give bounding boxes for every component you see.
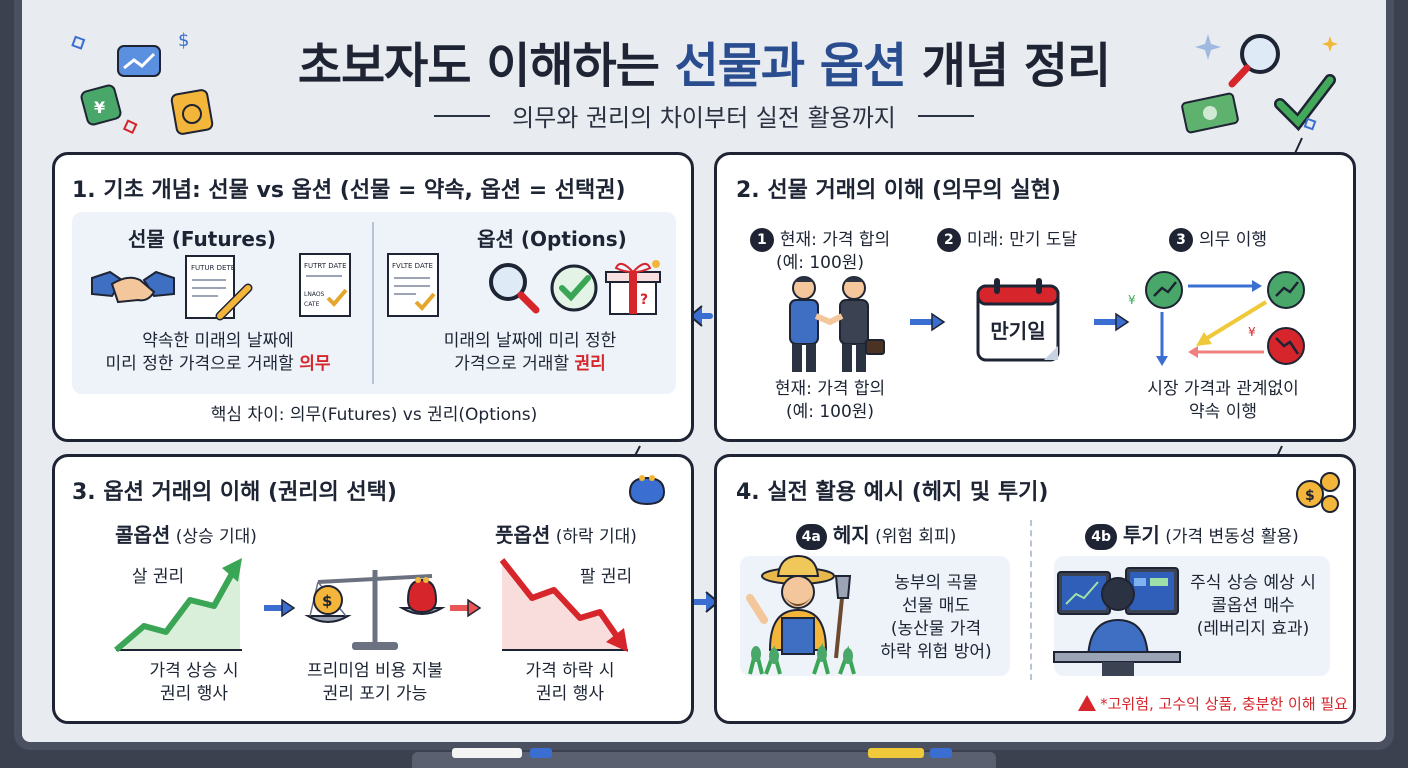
document-check-icon: FUTRT DATE LNAOS CATE <box>299 253 351 317</box>
panel2-title: 2. 선물 거래의 이해 (의무의 실현) <box>736 178 1061 203</box>
options-heading: 옵션 (Options) <box>477 227 627 251</box>
warning-icon <box>1078 695 1097 711</box>
panel-options-trading <box>52 454 694 724</box>
call-heading: 콜옵션 (상승 기대) <box>115 523 257 547</box>
marker-white <box>452 748 522 758</box>
subtitle-line-left <box>434 114 491 117</box>
page-title: 초보자도 이해하는 선물과 옵션 개념 정리 <box>297 38 1111 94</box>
futures-heading: 선물 (Futures) <box>127 227 277 251</box>
svg-text:$: $ <box>322 592 332 610</box>
marker-yellow <box>868 748 924 758</box>
trader-monitors-icon <box>1053 567 1181 676</box>
panel4-divider <box>1030 520 1032 680</box>
subtitle-line-right <box>917 114 974 117</box>
premium-desc: 프리미엄 비용 지불 권리 포기 가능 <box>307 661 443 704</box>
panel3-title: 3. 옵션 거래의 이해 (권리의 선택) <box>72 480 397 505</box>
risk-warning: *고위험, 고수익 상품, 충분한 이해 필요 <box>1030 694 1348 714</box>
calendar-icon <box>976 278 1060 362</box>
step2-badge: 2 <box>936 228 961 252</box>
options-desc: 미래의 날짜에 미리 정한 가격으로 거래할 권리 <box>443 331 617 374</box>
farmer-icon <box>746 554 856 675</box>
flow-arrow-2 <box>1094 312 1130 332</box>
decor-right-icons <box>1181 34 1338 134</box>
businessmen-handshake-icon <box>789 276 885 372</box>
call-chart-label: 살 권리 <box>131 567 185 587</box>
put-desc: 가격 하락 시 권리 행사 <box>525 661 615 704</box>
svg-text:$: $ <box>178 30 189 51</box>
gift-box-icon: ? <box>605 260 661 315</box>
futures-key-word: 의무 <box>299 353 331 374</box>
handshake-icon <box>91 270 175 304</box>
options-key-word: 권리 <box>574 353 606 374</box>
svg-text:FVLTE DATE: FVLTE DATE <box>392 262 433 270</box>
coin-purse-icon <box>628 475 666 506</box>
svg-text:FUTRT DATE: FUTRT DATE <box>304 262 347 270</box>
futures-result: 시장 가격과 관계없이 약속 이행 <box>1147 379 1299 422</box>
flow-arrow-1 <box>910 312 946 332</box>
put-heading: 풋옵션 (하락 기대) <box>495 523 637 547</box>
calendar-label: 만기일 <box>990 319 1046 343</box>
svg-text:LNAOS: LNAOS <box>304 291 325 298</box>
marker-tray <box>412 752 996 768</box>
core-difference: 핵심 차이: 의무(Futures) vs 권리(Options) <box>210 405 538 425</box>
svg-text:$: $ <box>1305 488 1315 504</box>
title-highlight: 선물과 옵션 <box>674 38 908 94</box>
step1-badge: 1 <box>749 228 774 252</box>
marker-blue-2 <box>930 748 952 758</box>
panel4-title: 4. 실전 활용 예시 (헤지 및 투기) <box>736 480 1049 505</box>
svg-text:¥: ¥ <box>94 98 105 117</box>
subtitle-row: 의무와 권리의 차이부터 실전 활용까지 <box>0 98 1408 133</box>
svg-text:¥: ¥ <box>1128 293 1136 307</box>
marker-blue <box>530 748 552 758</box>
call-desc: 가격 상승 시 권리 행사 <box>149 661 239 704</box>
put-chart-label: 팔 권리 <box>579 567 633 587</box>
handshake-caption: 현재: 가격 합의 (예: 100원) <box>774 379 886 422</box>
panel1-title: 1. 기초 개념: 선물 vs 옵션 (선물 = 약속, 옵션 = 선택권) <box>72 178 626 203</box>
svg-text:CATE: CATE <box>304 301 319 308</box>
market-price-flow-icon: ¥ ¥ <box>1128 271 1305 366</box>
magnifier-icon <box>489 263 540 314</box>
futures-desc: 약속한 미래의 날짜에 미리 정한 가격으로 거래할 의무 <box>105 331 331 374</box>
arrow-to-put <box>450 598 482 618</box>
panel1-divider <box>372 222 374 384</box>
page-subtitle: 의무와 권리의 차이부터 실전 활용까지 <box>512 104 896 132</box>
balance-scale-icon: $ <box>304 570 446 650</box>
speculation-badge: 4b <box>1085 524 1117 550</box>
svg-text:?: ? <box>640 292 648 308</box>
arrow-to-scale <box>264 598 296 618</box>
step3-badge: 3 <box>1169 228 1194 252</box>
contract-pencil-icon: FUTUR DETE <box>185 255 253 321</box>
svg-text:FUTUR DETE: FUTUR DETE <box>191 264 235 272</box>
option-contract-icon: FVLTE DATE <box>387 253 439 317</box>
hedge-desc: 농부의 곡물 선물 매도 (농산물 가격 하락 위험 방어) <box>880 573 992 662</box>
coins-icon: $ <box>1296 472 1340 513</box>
checkmark-icon <box>550 264 598 312</box>
call-rising-chart <box>114 558 242 653</box>
hedge-badge: 4a <box>795 524 827 550</box>
decor-left-icons: $ ¥ <box>71 30 214 135</box>
svg-text:¥: ¥ <box>1248 325 1256 339</box>
put-falling-chart <box>499 558 628 652</box>
speculation-desc: 주식 상승 예상 시 콜옵션 매수 (레버리지 효과) <box>1190 573 1316 639</box>
